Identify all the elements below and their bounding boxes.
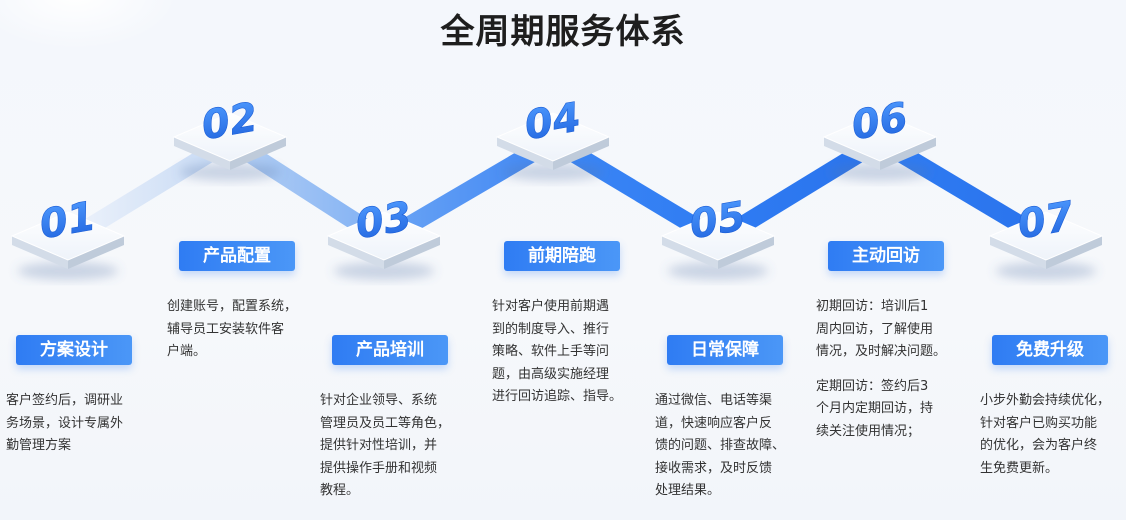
description-line: 针对客户已购买功能 [980, 415, 1098, 431]
step-02-label: 产品配置 [179, 241, 295, 271]
step-pad-03: 03 [326, 193, 442, 280]
paragraph-gap [816, 364, 976, 376]
description-line: 勤管理方案 [6, 438, 72, 453]
step-06-label: 主动回访 [828, 241, 944, 271]
step-04-label: 前期陪跑 [504, 241, 620, 271]
description-line: 小步外勤会持续优化， [980, 393, 1111, 408]
step-05-label: 日常保障 [667, 335, 783, 365]
description-line: 题，由高级实施经理 [492, 366, 610, 382]
step-pad-07: 07 [988, 193, 1104, 280]
step-number: 06 [848, 94, 911, 149]
step-03-label: 产品培训 [332, 335, 448, 365]
step-pad-05: 05 [660, 193, 776, 280]
description-line: 创建账号，配置系统， [167, 299, 298, 314]
step-number: 03 [352, 193, 415, 248]
description-line: 教程。 [320, 483, 360, 498]
description-line: 初期回访：培训后1 [816, 299, 929, 314]
description-line: 处理结果。 [655, 483, 721, 498]
description-line: 的优化，会为客户终 [980, 438, 1098, 453]
description-line: 到的制度导入、推行 [492, 321, 610, 337]
description-line: 馈的问题、排查故障、 [655, 438, 786, 453]
description-line: 提供针对性培训，并 [320, 438, 438, 453]
description-line: 个月内定期回访，持 [816, 401, 934, 416]
step-01-label: 方案设计 [16, 335, 132, 365]
description-line: 管理员及员工等角色， [320, 415, 451, 431]
step-pad-04: 04 [495, 94, 611, 181]
description-line: 续关注使用情况； [816, 423, 921, 439]
description-line: 辅导员工安装软件客 [167, 321, 285, 337]
description-line: 生免费更新。 [980, 460, 1059, 476]
description-line: 定期回访：签约后3 [816, 378, 929, 394]
step-06-description: 初期回访：培训后1 周内回访，了解使用 情况，及时解决问题。 定期回访：签约后3… [816, 296, 976, 443]
description-line: 通过微信、电话等渠 [655, 393, 773, 408]
step-01-description: 客户签约后，调研业 务场景，设计专属外 勤管理方案 [6, 390, 156, 458]
step-07-description: 小步外勤会持续优化， 针对客户已购买功能 的优化，会为客户终 生免费更新。 [980, 390, 1126, 480]
step-pad-01: 01 [10, 193, 126, 280]
description-line: 客户签约后，调研业 [6, 393, 124, 408]
step-05-description: 通过微信、电话等渠 道，快速响应客户反 馈的问题、排查故障、 接收需求，及时反馈… [655, 390, 815, 503]
description-line: 接收需求，及时反馈 [655, 460, 773, 476]
step-04-description: 针对客户使用前期遇 到的制度导入、推行 策略、软件上手等问 题，由高级实施经理 … [492, 296, 652, 409]
description-line: 务场景，设计专属外 [6, 415, 124, 431]
step-02-description: 创建账号，配置系统， 辅导员工安装软件客 户端。 [167, 296, 327, 364]
step-number: 02 [198, 94, 261, 149]
step-pad-06: 06 [822, 94, 938, 181]
description-line: 策略、软件上手等问 [492, 344, 610, 359]
description-line: 提供操作手册和视频 [320, 460, 438, 476]
description-line: 情况，及时解决问题。 [816, 344, 947, 359]
description-line: 道，快速响应客户反 [655, 415, 773, 431]
description-line: 户端。 [167, 344, 207, 359]
step-07-label: 免费升级 [992, 335, 1108, 365]
step-number: 05 [686, 193, 749, 248]
step-number: 01 [36, 193, 99, 248]
step-03-description: 针对企业领导、系统 管理员及员工等角色， 提供针对性培训，并 提供操作手册和视频… [320, 390, 480, 503]
description-line: 周内回访，了解使用 [816, 321, 934, 337]
description-line: 进行回访追踪、指导。 [492, 389, 623, 404]
step-number: 07 [1014, 193, 1077, 248]
description-line: 针对客户使用前期遇 [492, 299, 610, 314]
page-title: 全周期服务体系 [440, 12, 686, 52]
step-number: 04 [521, 94, 584, 149]
description-line: 针对企业领导、系统 [320, 393, 438, 408]
step-pad-02: 02 [172, 94, 288, 181]
